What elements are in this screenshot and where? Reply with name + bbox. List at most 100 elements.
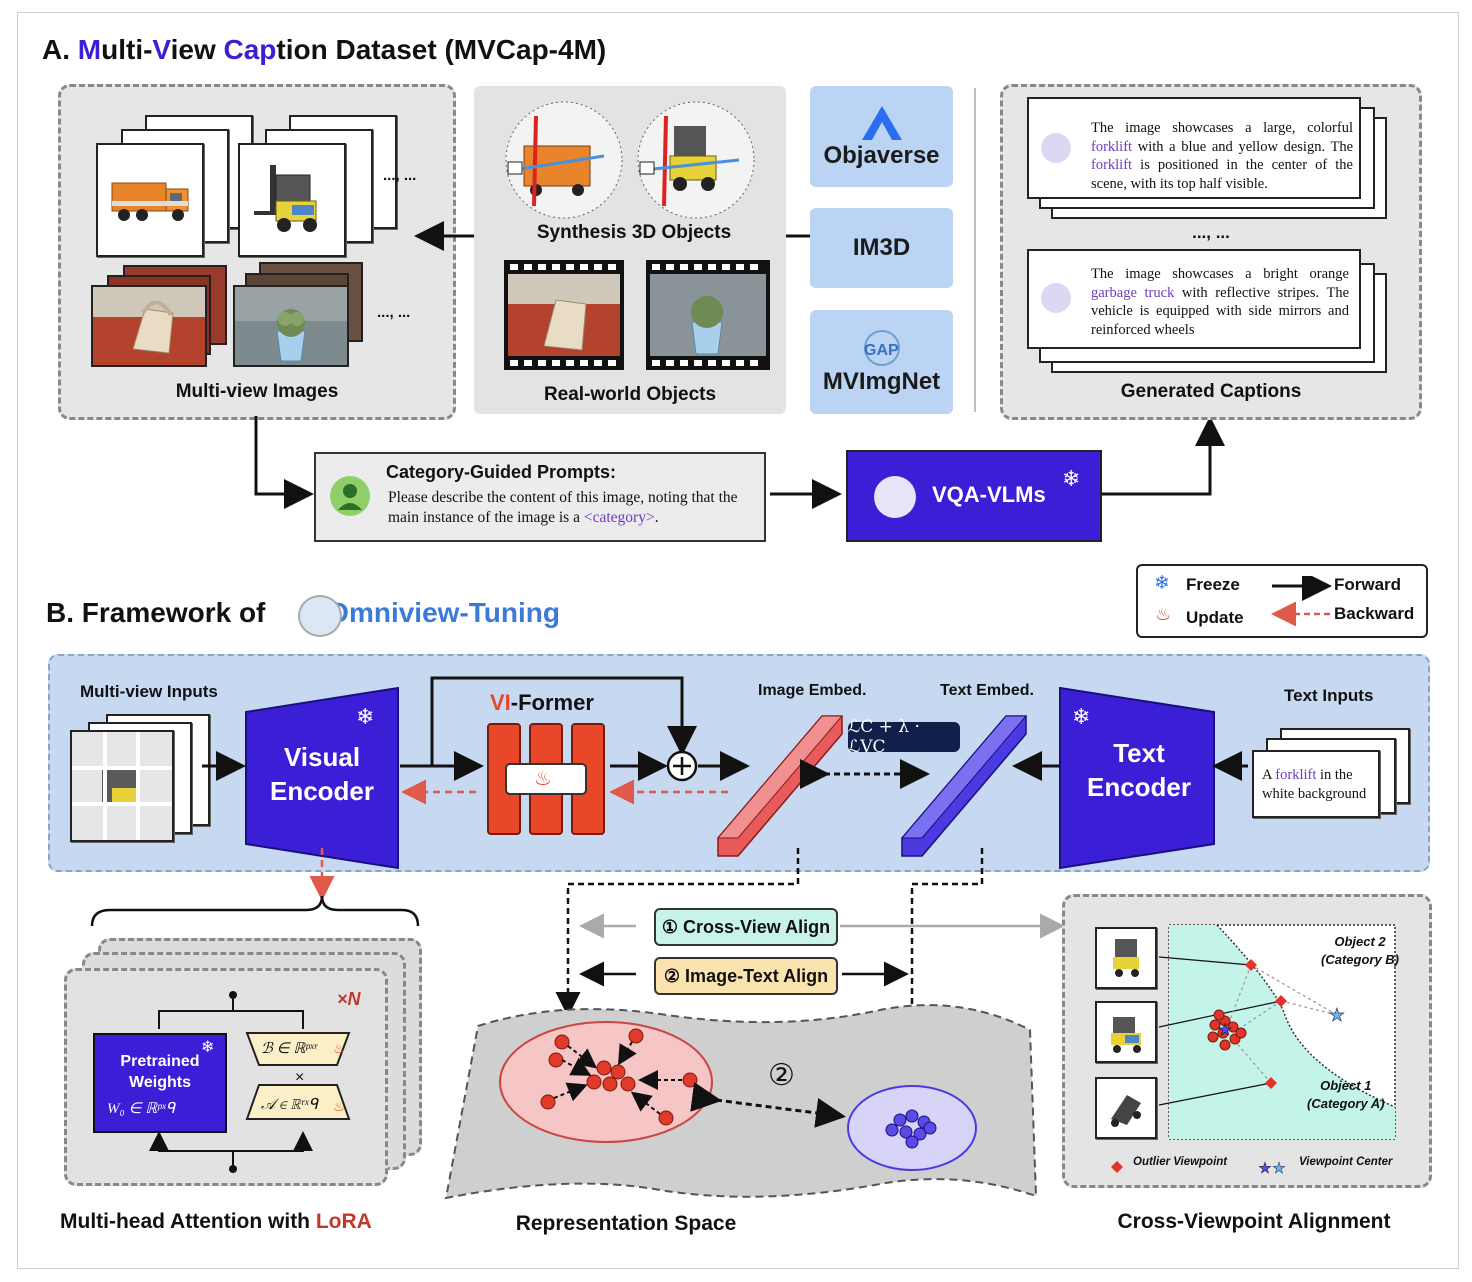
text-input-card-front: A forklift in the white background [1252,750,1380,818]
svg-text:★: ★ [1258,1160,1271,1177]
b-matrix-label: ℬ ∈ ℝᵖˣʳ [261,1041,318,1057]
mha-lora-label: Multi-head Attention with LoRA [60,1210,372,1233]
w0-label: W₀ ∈ ℝᵖˣᑫ [107,1101,176,1117]
patch-grid-icon [72,732,172,840]
fire-icon: ♨ [534,768,552,790]
synthesis-label: Synthesis 3D Objects [536,222,732,243]
snowflake-icon: ❄ [1062,466,1081,491]
input-patch-grid [70,730,174,842]
visual-encoder-shape [245,686,399,870]
circle-two-label: ② [768,1059,795,1092]
snowflake-icon: ❄ [201,1039,215,1056]
xn-label: ×N [337,989,361,1009]
robot-icon [874,476,916,518]
plant-image [233,285,349,367]
cross-viewpoint-label: Cross-Viewpoint Alignment [1117,1210,1391,1233]
svg-text:★: ★ [1329,1005,1345,1025]
text-embed-label: Text Embed. [940,682,1034,699]
fire-icon: ♨ [333,1041,345,1056]
image-text-align-pill: ② Image-Text Align [654,957,838,995]
text-embedding [900,715,1028,857]
text-input-text: A forklift in the white background [1262,767,1367,802]
objaverse-logo-icon [861,105,902,140]
ellipsis-top: ..., ... [383,167,417,184]
legend-arrows [1271,576,1332,626]
viewpoint-image-3 [1095,1077,1157,1139]
loss-formula: ℒC + λ · ℒVC [848,717,960,757]
sources-objects-panel: Synthesis 3D Objects Real-world Objects [474,86,786,414]
caption-card-2: The image showcases a bright orange garb… [1027,249,1361,349]
real-world-label: Real-world Objects [543,384,717,405]
section-a-title: A. Multi-View Caption Dataset (MVCap-4M) [42,34,607,65]
forklift-icon [1111,1017,1141,1053]
im3d-box: IM3D [810,208,953,288]
cross-viewpoint-panel: ★ ★ ★ ★ Object 2(Category B) Object 1(Ca… [1062,894,1432,1188]
representation-space-label: Representation Space [515,1212,737,1235]
multiview-images-label: Multi-view Images [175,381,339,402]
object1-label: Object 1(Category A) [1307,1078,1385,1111]
image-embed-label: Image Embed. [758,682,867,699]
object2-label: Object 2(Category B) [1321,934,1400,967]
viewpoint-image-1 [1095,927,1157,989]
pretrained-weights-box [93,1033,227,1133]
robot-icon [1041,283,1071,313]
section-b-title: B. Framework of Omniview-Tuning [46,595,560,637]
text-cluster [847,1085,977,1171]
multiview-inputs-label: Multi-view Inputs [80,682,218,701]
truck-image [96,143,204,257]
legend-box: ❄ Freeze ♨ Update Forward Backward [1136,564,1428,638]
robot-icon [1041,133,1071,163]
ellipsis-bottom: ..., ... [377,304,411,321]
legend-update: Update [1186,608,1244,627]
legend-forward: Forward [1334,575,1402,594]
prompt-title: Category-Guided Prompts: [386,462,617,482]
mvimgnet-logo-icon: GAP [863,330,900,366]
text-inputs-label: Text Inputs [1284,686,1374,705]
cat-mascot-icon [298,595,342,637]
user-avatar-icon [330,476,370,516]
film-strip-bag [504,260,624,370]
caption-ellipsis: ..., ... [1192,223,1230,242]
fire-icon: ♨ [333,1099,345,1114]
svg-text:★: ★ [1218,1022,1232,1039]
mvimgnet-box: GAP MVImgNet [810,310,953,414]
caption-card-1: The image showcases a large, colorful fo… [1027,97,1361,199]
svg-text:GAP: GAP [864,342,899,359]
handbag-icon [93,287,205,354]
outlier-viewpoint-legend: Outlier Viewpoint [1133,1156,1228,1168]
snowflake-icon: ❄ [1072,704,1091,729]
garbage-truck-icon [111,182,189,221]
text-encoder-shape [1059,686,1215,870]
vqa-label: VQA-VLMs [932,482,1046,507]
vqa-vlms-box: VQA-VLMs ❄ [846,450,1102,542]
succulent-icon [235,287,347,362]
cross-view-align-pill: ① Cross-View Align [654,908,838,946]
category-prompt-box: Category-Guided Prompts: Please describe… [314,452,766,542]
caption-2-text: The image showcases a bright orange garb… [1091,266,1349,338]
svg-text:★: ★ [1272,1160,1285,1177]
a-matrix-label: 𝒜 ∈ ℝʳˣᑫ [261,1097,318,1113]
generated-captions-panel: The image showcases a large, colorful fo… [1000,84,1422,420]
fire-icon: ♨ [1155,604,1172,624]
forklift-icon [1111,1095,1141,1127]
caption-1-text: The image showcases a large, colorful fo… [1091,120,1353,192]
generated-captions-label: Generated Captions [1120,381,1302,402]
legend-backward: Backward [1334,604,1415,623]
figure-frame [17,12,1459,1269]
snowflake-icon: ❄ [356,704,375,729]
viewpoint-image-2 [1095,1001,1157,1063]
image-embedding [716,715,844,857]
viewpoint-center-legend: Viewpoint Center [1299,1156,1393,1168]
synthesis-3d-icons [505,101,755,219]
objaverse-box: Objaverse [810,86,953,187]
film-strip-plant [646,260,770,370]
viformer-label: VI-Former [490,690,594,715]
forklift-image [238,143,346,257]
forklift-icon [254,165,317,232]
bag-image [91,285,207,367]
legend-freeze: Freeze [1186,575,1240,594]
